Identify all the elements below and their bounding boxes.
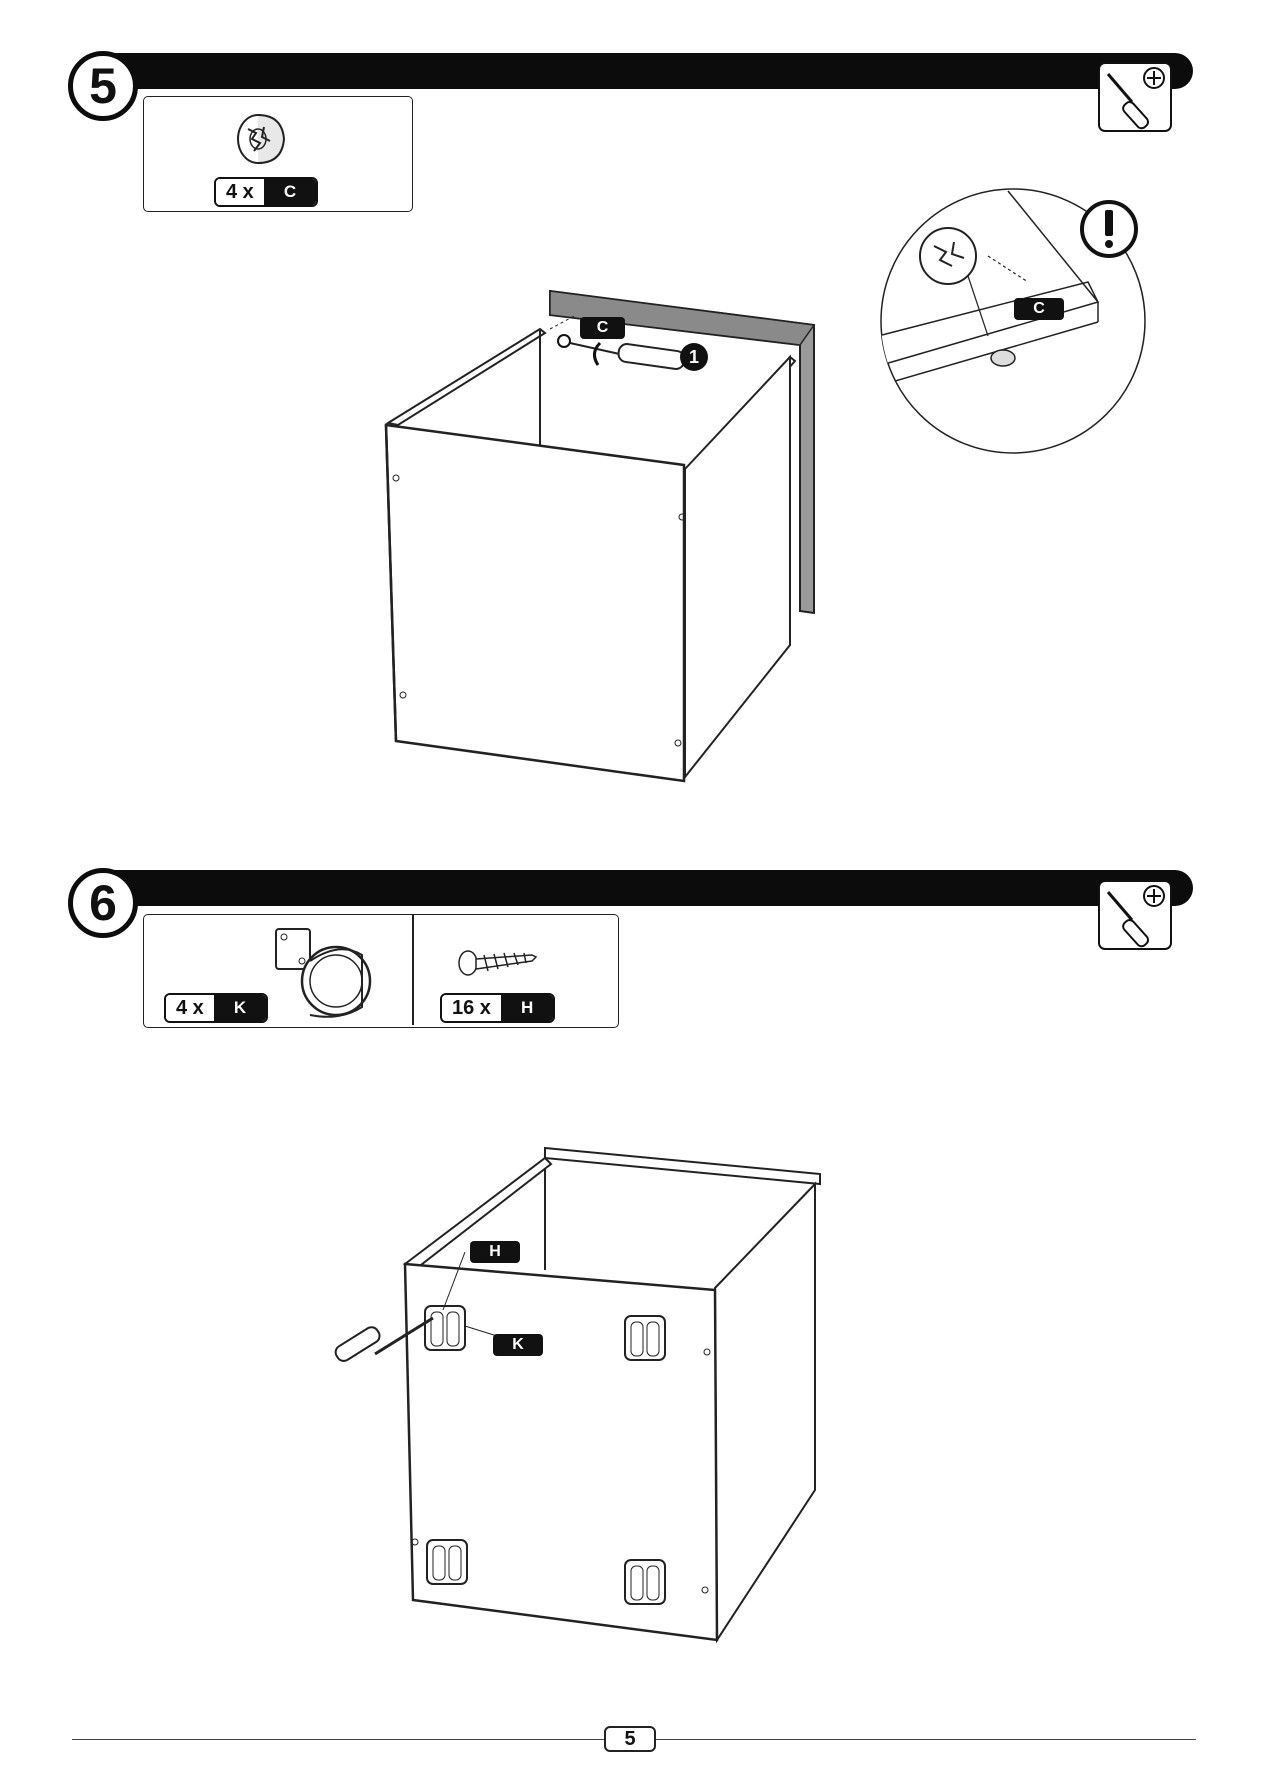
step-5-callout-c: C	[580, 317, 625, 339]
caster-wheel-k-icon	[275, 928, 372, 1018]
phillips-screwdriver-icon	[1106, 67, 1165, 130]
step-5-header-bar	[95, 53, 1193, 89]
step-6-number: 6	[68, 868, 138, 938]
phillips-screwdriver-icon	[1106, 885, 1165, 948]
caster-bottom-left	[426, 1539, 468, 1585]
warning-icon	[1080, 200, 1138, 258]
wood-screw-h-icon	[458, 950, 538, 976]
cam-lock-c-icon	[237, 114, 286, 164]
page-number: 5	[604, 1726, 656, 1752]
step-5-cabinet-illustration	[384, 289, 816, 783]
step-6-callout-h: H	[470, 1241, 520, 1263]
parts-divider	[412, 915, 414, 1025]
screwdriver-tool-icon	[1098, 62, 1172, 132]
step-6-callout-k: K	[493, 1334, 543, 1356]
step-5-number: 5	[68, 51, 138, 121]
step-6-cabinet-illustration	[334, 1146, 821, 1644]
caster-top-right	[624, 1315, 666, 1361]
substep-1-marker: 1	[680, 343, 708, 371]
caster-bottom-right	[624, 1559, 666, 1605]
step-6-part-k-quantity: 4 x K	[164, 993, 269, 1023]
step-6-part-h-quantity: 16 x H	[440, 993, 556, 1023]
step-6-parts-box: 4 x K 16 x H	[143, 914, 619, 1028]
step-6-header-bar	[95, 870, 1193, 906]
step-5-part-c-quantity: 4 x C	[214, 177, 319, 207]
step-5-parts-box: 4 x C	[143, 96, 413, 212]
screwdriver-tool-icon-6	[1098, 880, 1172, 950]
caster-top-left	[424, 1305, 466, 1351]
detail-callout-c: C	[1014, 298, 1064, 320]
